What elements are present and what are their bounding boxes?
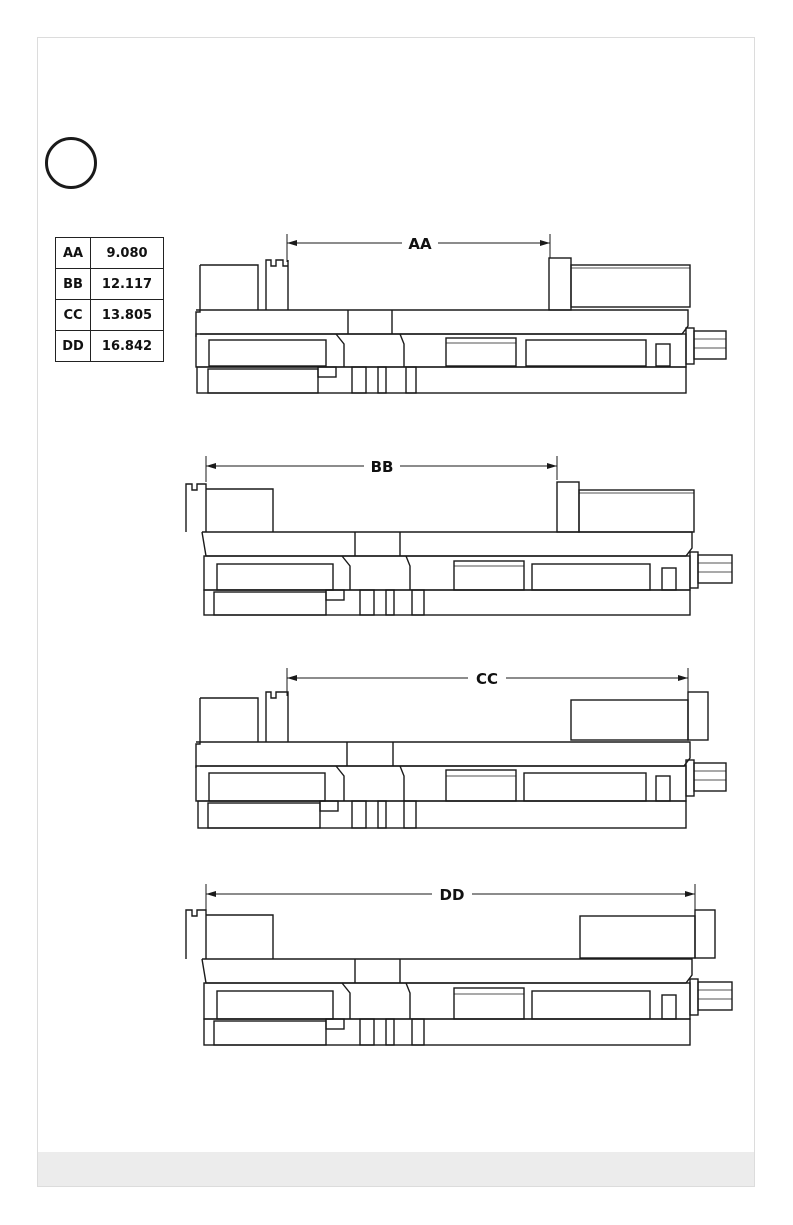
- dimension-label-bb: BB: [371, 458, 394, 476]
- vise-view-bb: BB: [186, 456, 732, 615]
- dimension-label-cc: CC: [476, 670, 498, 688]
- vise-view-aa: AA: [196, 234, 726, 393]
- vise-view-cc: CC: [196, 668, 726, 828]
- dimension-label-aa: AA: [408, 235, 432, 253]
- vise-view-dd: DD: [186, 884, 732, 1045]
- dimension-label-dd: DD: [440, 886, 465, 904]
